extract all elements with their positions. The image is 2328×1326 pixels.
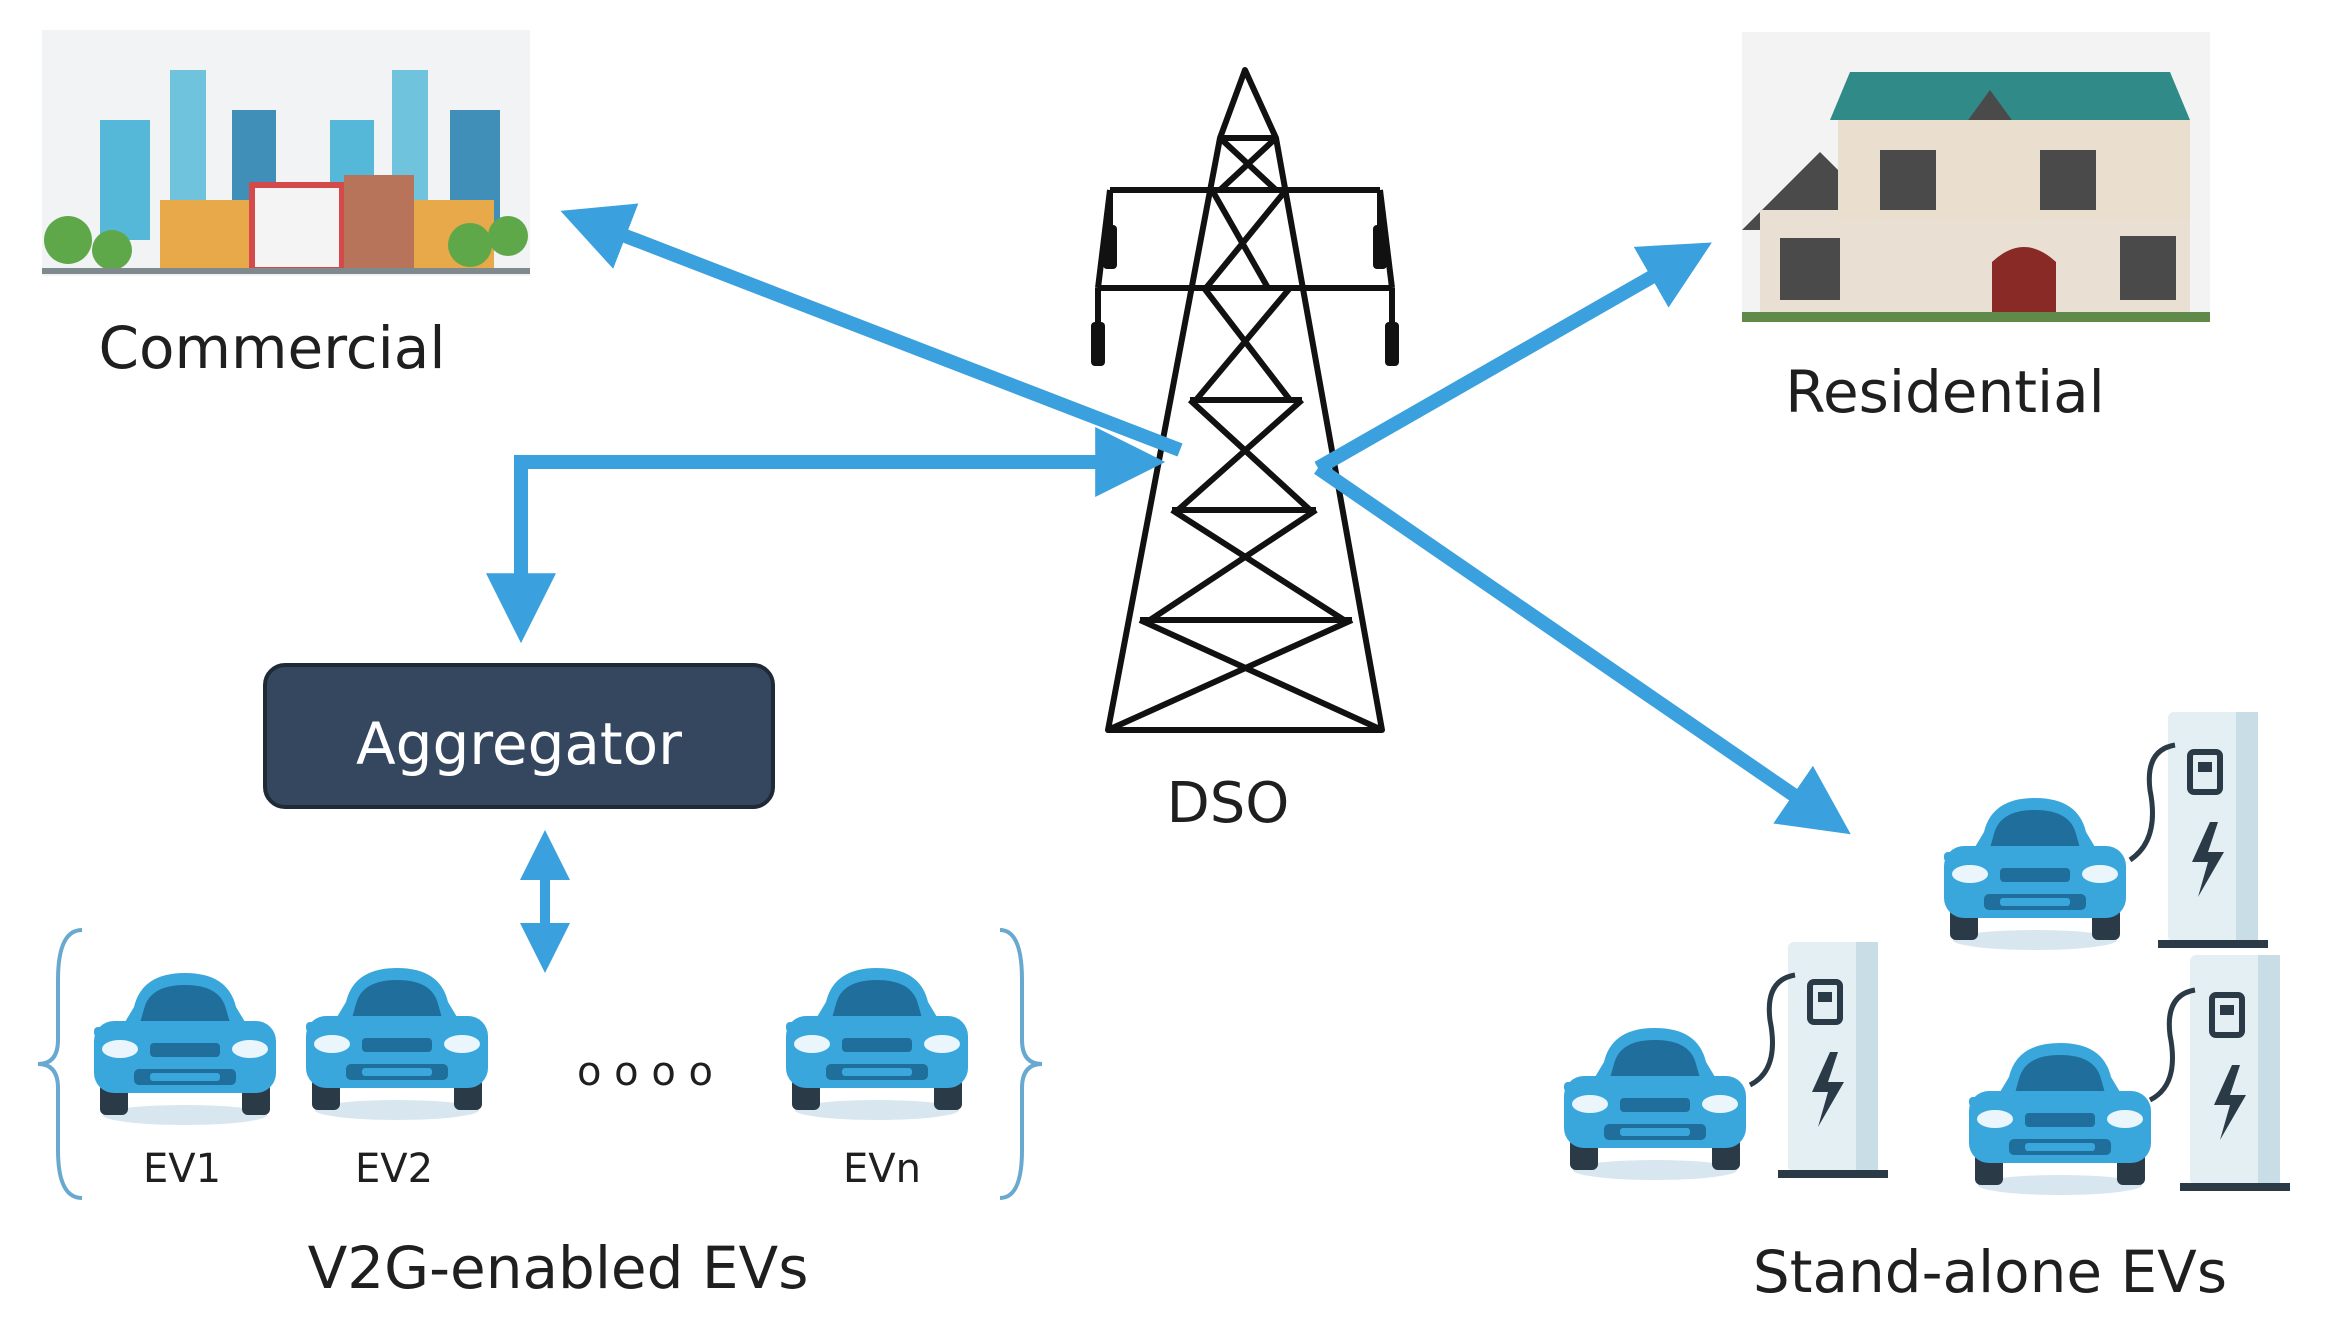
ev2-car-icon [306,968,488,1120]
v2g-label: V2G-enabled EVs [308,1234,809,1302]
ev1-label: EV1 [143,1146,221,1192]
evn-label: EVn [843,1146,921,1192]
ev2-label: EV2 [355,1146,433,1192]
aggregator-label: Aggregator [356,710,682,778]
arrow-to-standalone [1314,462,1851,835]
arrows [486,203,1851,973]
transmission-tower-icon [1091,67,1399,733]
standalone-car-top-icon [1944,798,2126,950]
standalone-car-left-icon [1564,1028,1746,1180]
arrow-to-commercial [560,203,1183,457]
v2g-ev-group: EV1 EV2 EVn o o o o [37,928,1043,1200]
dso-label: DSO [1167,771,1290,836]
standalone-label: Stand-alone EVs [1753,1238,2227,1306]
ellipsis-label: o o o o [577,1049,713,1095]
aggregator-box: Aggregator [263,663,775,809]
arrow-aggregator-dso [486,427,1166,644]
charger-icon-right [2180,955,2290,1191]
arrow-to-residential [1314,242,1712,475]
residential-house-icon [1742,32,2210,322]
commercial-buildings-icon [42,30,530,276]
residential-label: Residential [1785,358,2104,426]
ev1-car-icon [94,973,276,1125]
evn-car-icon [786,968,968,1120]
commercial-label: Commercial [99,314,446,382]
right-brace [999,928,1043,1200]
left-brace [37,928,83,1200]
standalone-car-right-icon [1969,1043,2151,1195]
standalone-ev-group [1564,712,2290,1195]
